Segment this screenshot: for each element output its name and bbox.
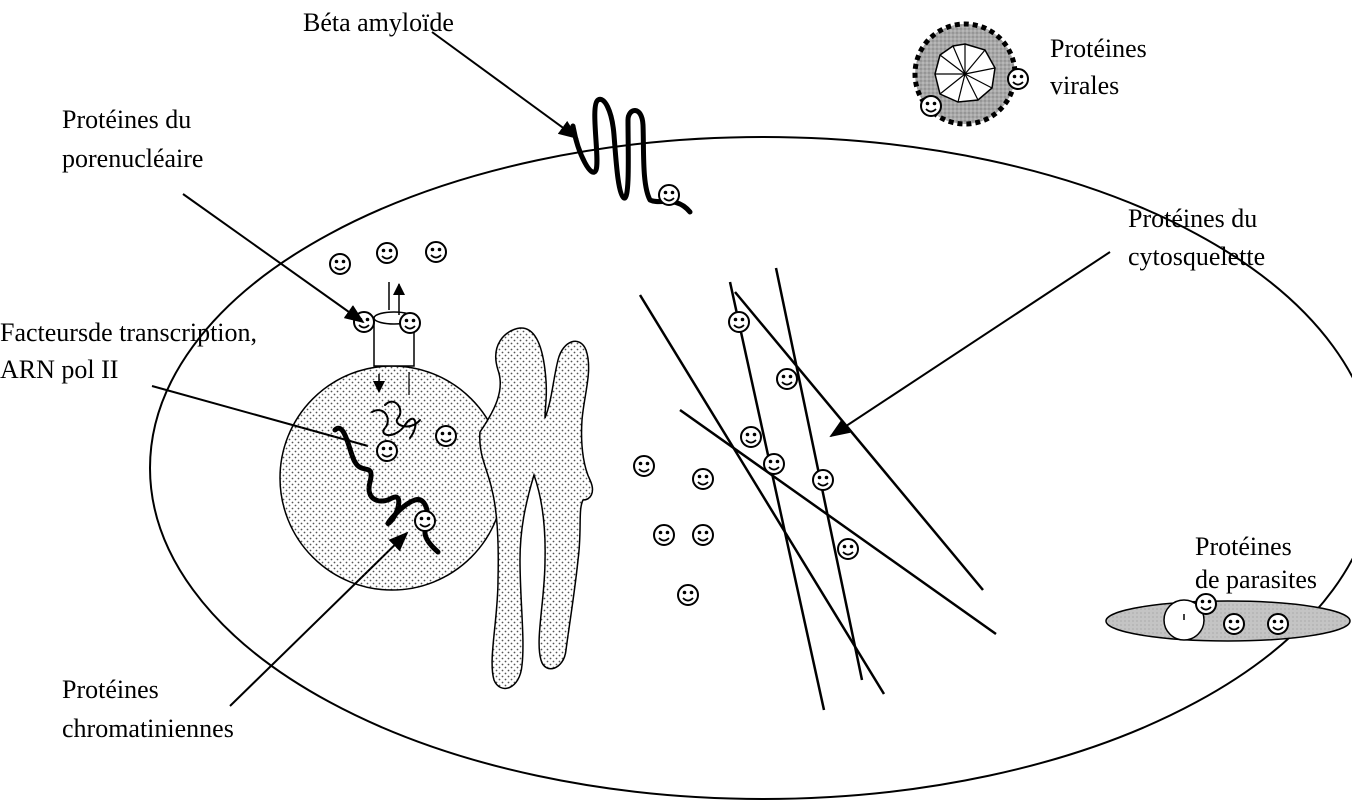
label-chromatin-line1: Protéines	[62, 675, 159, 704]
label-parasites-line2: de parasites	[1195, 565, 1317, 594]
label-cytoskeleton-line2: cytosquelette	[1128, 242, 1265, 271]
arrow-cytoskeleton	[831, 252, 1110, 436]
label-beta-amyloid: Béta amyloïde	[303, 8, 454, 37]
leader-arrows	[152, 32, 1110, 706]
label-cytoskeleton-line1: Protéines du	[1128, 204, 1257, 233]
label-viral-line1: Protéines	[1050, 34, 1147, 63]
label-transcription-line1: Facteursde transcription,	[0, 318, 257, 347]
endoplasmic-reticulum	[480, 328, 593, 688]
nucleus	[280, 366, 504, 590]
label-nuclear-pore-line2: porenucléaire	[62, 144, 203, 173]
label-nuclear-pore-line1: Protéines du	[62, 105, 191, 134]
label-transcription-line2: ARN pol II	[0, 355, 118, 384]
label-parasites-line1: Protéines	[1195, 532, 1292, 561]
label-chromatin-line2: chromatiniennes	[62, 714, 234, 743]
arrow-beta-amyloid	[432, 32, 577, 138]
label-viral-line2: virales	[1050, 71, 1119, 100]
